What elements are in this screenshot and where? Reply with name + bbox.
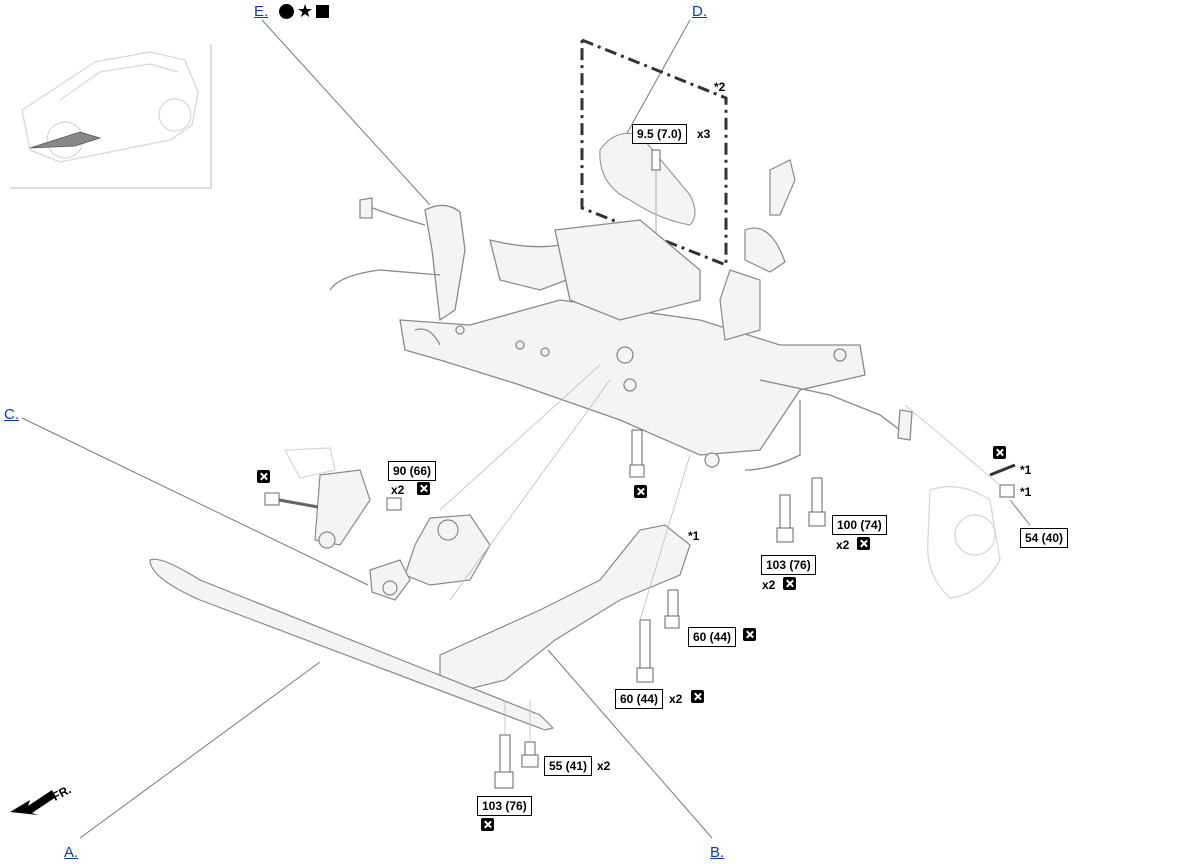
- bolts: [264, 429, 1016, 789]
- non-reusable-icon: [634, 485, 647, 498]
- star-icon: ★: [297, 1, 314, 21]
- callout-link-d[interactable]: D.: [692, 3, 707, 20]
- guide-lines: [439, 364, 1001, 742]
- engine-mount: [314, 469, 491, 601]
- non-reusable-icon: [783, 577, 796, 590]
- steering-column: [719, 159, 796, 341]
- torque-brace-bolt-upper: 60 (44): [688, 627, 737, 647]
- callout-link-b[interactable]: B.: [710, 844, 725, 861]
- note-1-nut: *1: [1020, 485, 1032, 499]
- callout-link-a[interactable]: A.: [64, 844, 79, 861]
- square-icon: [316, 5, 330, 18]
- non-reusable-icon: [743, 628, 756, 641]
- qty-brace-lower: x2: [669, 692, 683, 706]
- torque-tie-rod-nut: 54 (40): [1020, 528, 1069, 548]
- non-reusable-icon: [257, 470, 270, 483]
- note-2: *2: [714, 80, 726, 94]
- vehicle-location-thumbnail: [10, 44, 212, 189]
- non-reusable-icon: [691, 690, 704, 703]
- note-1-brace: *1: [688, 529, 700, 543]
- torque-crossmember-front-bolt: 103 (76): [761, 555, 816, 575]
- torque-crossmember-rear-bolt: 100 (74): [832, 515, 887, 535]
- non-reusable-icon: [993, 446, 1006, 459]
- symbol-legend: ★: [279, 1, 330, 21]
- lower-brace: [149, 524, 691, 731]
- note-1-pin: *1: [1020, 463, 1032, 477]
- torque-brace-bolt-lower: 60 (44): [615, 689, 664, 709]
- qty-crossmember-front: x2: [762, 578, 776, 592]
- tie-rods-stabilizer: [329, 197, 913, 471]
- torque-lower-front-bolt: 103 (76): [477, 796, 532, 816]
- callout-link-e[interactable]: E.: [254, 3, 269, 20]
- steering-knuckle-ghost: [283, 447, 1001, 599]
- non-reusable-icon: [481, 818, 494, 831]
- circle-icon: [279, 4, 294, 19]
- qty-heat-shield: x3: [697, 127, 711, 141]
- front-crossmember: [399, 204, 866, 468]
- torque-bar-bolt: 55 (41): [544, 756, 593, 776]
- qty-crossmember-rear: x2: [836, 538, 850, 552]
- callout-link-c[interactable]: C.: [4, 406, 19, 423]
- non-reusable-icon: [417, 482, 430, 495]
- torque-mount-bolt: 90 (66): [388, 461, 437, 481]
- torque-heat-shield-bolt: 9.5 (7.0): [632, 124, 687, 144]
- qty-mount: x2: [391, 483, 405, 497]
- front-direction-arrow: [10, 790, 56, 815]
- qty-bar: x2: [597, 759, 611, 773]
- leader-lines: [21, 19, 1031, 839]
- non-reusable-icon: [857, 537, 870, 550]
